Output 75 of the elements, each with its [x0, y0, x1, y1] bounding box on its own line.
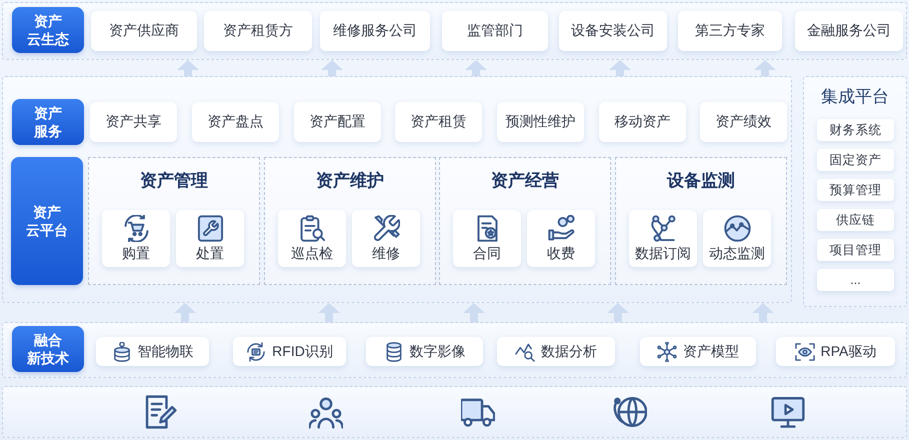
- layer-band: [2, 76, 792, 303]
- arrow: [318, 303, 340, 322]
- system-card: ...: [817, 269, 894, 291]
- tech-card: [497, 337, 615, 366]
- panel-title: 集成平台: [821, 86, 889, 108]
- item-card: 资产租赁: [395, 102, 482, 142]
- item-card: 资产租赁方: [204, 11, 312, 51]
- module-title: 资产管理: [140, 170, 208, 192]
- feature-card: [453, 210, 521, 267]
- arrow: [754, 60, 776, 76]
- layer-tag: 资产云生态: [12, 7, 84, 53]
- tech-card: [96, 337, 209, 366]
- item-card: 资产共享: [90, 102, 177, 142]
- module-panel: [264, 157, 436, 285]
- feature-label: 维修: [372, 245, 400, 262]
- module-title: 资产经营: [491, 170, 559, 192]
- tech-label: 数据分析: [541, 343, 597, 360]
- feature-label: 巡点检: [291, 245, 333, 262]
- arrow: [174, 303, 196, 322]
- layer-tag: 资产云平台: [11, 157, 83, 285]
- item-card: 维修服务公司: [320, 11, 430, 51]
- module-panel: [615, 157, 787, 285]
- arrow: [609, 60, 631, 76]
- module-title: 设备监测: [667, 170, 735, 192]
- feature-card: [352, 210, 420, 267]
- system-card: 项目管理: [817, 239, 894, 261]
- feature-card: [278, 210, 346, 267]
- item-card: 第三方专家: [678, 11, 782, 51]
- feature-label: 数据订阅: [635, 245, 691, 262]
- feature-card: [176, 210, 244, 267]
- module-title: 资产维护: [316, 170, 384, 192]
- tech-card: [233, 337, 346, 366]
- system-card: 预算管理: [817, 179, 894, 201]
- arrow: [465, 60, 487, 76]
- system-card: 固定资产: [817, 149, 894, 171]
- feature-label: 收费: [547, 245, 575, 262]
- tech-card: [366, 337, 483, 366]
- arrow: [607, 303, 629, 322]
- feature-label: 合同: [473, 245, 501, 262]
- feature-label: 处置: [196, 245, 224, 262]
- module-panel: [439, 157, 611, 285]
- layer-tag: 融合新技术: [12, 326, 84, 372]
- arrow: [321, 60, 343, 76]
- tech-label: RFID识别: [272, 343, 333, 360]
- tech-label: 数字影像: [410, 343, 466, 360]
- arrow: [177, 60, 199, 76]
- tech-card: [640, 337, 756, 366]
- system-card: 财务系统: [817, 119, 894, 141]
- module-panel: [88, 157, 260, 285]
- feature-card: [629, 210, 697, 267]
- item-card: 资产配置: [294, 102, 381, 142]
- tech-label: 智能物联: [138, 343, 194, 360]
- item-card: 金融服务公司: [795, 11, 903, 51]
- item-card: 预测性维护: [497, 102, 584, 142]
- system-card: 供应链: [817, 209, 894, 231]
- tech-label: 资产模型: [683, 343, 739, 360]
- item-card: 资产供应商: [91, 11, 197, 51]
- feature-label: 购置: [122, 245, 150, 262]
- item-card: 资产绩效: [700, 102, 787, 142]
- arrow: [752, 303, 774, 322]
- feature-card: [102, 210, 170, 267]
- feature-card: [527, 210, 595, 267]
- feature-card: [703, 210, 771, 267]
- platform-panel: [803, 76, 907, 307]
- tech-label: RPA驱动: [820, 343, 876, 360]
- layer-tag: 资产服务: [12, 99, 84, 145]
- item-card: 移动资产: [599, 102, 686, 142]
- feature-label: 动态监测: [709, 245, 765, 262]
- layer-band: [2, 322, 907, 378]
- layer-band: [2, 2, 907, 60]
- item-card: 设备安装公司: [559, 11, 667, 51]
- item-card: 监管部门: [442, 11, 548, 51]
- arrow: [463, 303, 485, 322]
- tech-card: [776, 337, 895, 366]
- item-card: 资产盘点: [192, 102, 279, 142]
